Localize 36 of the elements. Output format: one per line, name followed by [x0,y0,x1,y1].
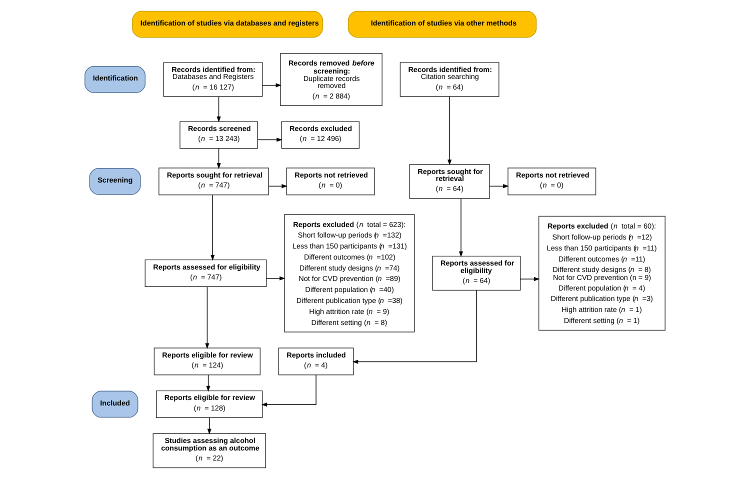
node-box: Identification of studies via other methods [348,10,537,38]
node-box: Reports eligible for review (n = 124) [154,348,261,376]
node-box: Reports not retrieved (n = 0) [286,168,375,196]
arrow [210,194,215,261]
node-box: Identification of studies via databases and registers [132,10,323,38]
arrow [261,374,316,407]
node-box: Studies assessing alcohol consumption as an outcome (n = 22) [152,433,266,468]
arrow [205,286,210,350]
arrow [216,148,221,169]
arrow [520,277,540,282]
node-box: Reports eligible for review (n = 128) [156,390,263,418]
node-box: Screening [89,168,141,195]
arrow [257,138,282,142]
node-box: Reports sought for retrieval (n = 64) [409,164,490,199]
node-box: Reports assessed for eligibility (n = 64) [432,256,521,291]
arrow [268,184,288,188]
node-box: Records screened (n = 13 243) [180,121,258,149]
node-box: Records removed before screening: Duplicate records removed (n = 2 884) [280,53,382,106]
arrow [207,417,212,435]
arrow [352,290,477,364]
node-box: Records identified from: Citation searching (n = 64) [400,62,500,97]
arrow [262,83,282,88]
node-box: Records identified from: Databases and Registers (n = 16 127) [163,62,263,97]
node-box: Reports not retrieved (n = 0) [508,168,596,196]
node-box: Identification [84,66,146,93]
arrow [206,374,210,392]
arrow [489,184,509,188]
node-box: Reports included (n = 4) [278,348,354,376]
arrow [458,198,464,258]
node-box: Reports assessed for eligibility (n = 747) [144,259,267,288]
arrow [266,276,286,280]
arrow [216,96,221,122]
node-box: Reports sought for retrieval (n = 747) [158,168,269,196]
arrow [448,96,452,166]
node-box: Records excluded (n = 12 496) [281,121,360,149]
node-box: Included [92,390,138,418]
